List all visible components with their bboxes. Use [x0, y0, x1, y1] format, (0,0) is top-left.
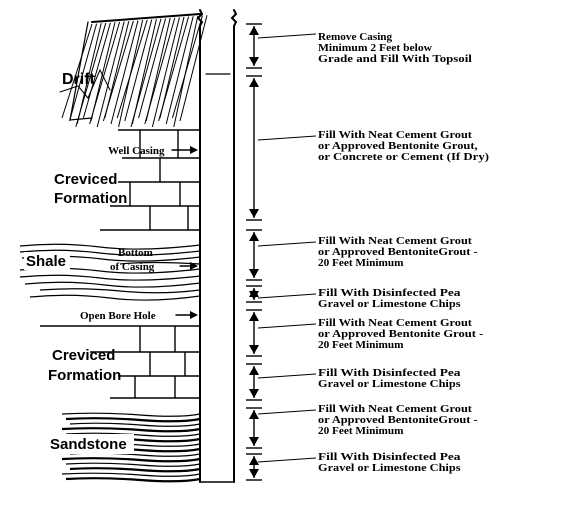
hatch-line	[179, 15, 208, 122]
instruction-7-line-2: or Approved BentoniteGrout -	[318, 415, 478, 426]
ground-surface	[91, 13, 201, 23]
arrow-down-icon	[249, 57, 259, 66]
arrow-down-icon	[249, 389, 259, 398]
open-bore-hole-callout: Open Bore Hole	[76, 308, 198, 322]
instruction-3-line-2: or Approved BentoniteGrout -	[318, 247, 478, 258]
instruction-6-line-2: Gravel or Limestone Chips	[318, 379, 461, 390]
sandstone-line	[65, 417, 201, 423]
sandstone-line	[61, 412, 201, 417]
well-bore	[196, 9, 238, 483]
arrow-up-icon	[249, 26, 259, 35]
hatch-line	[110, 20, 139, 125]
arrow-up-icon	[249, 410, 259, 419]
formation-creviced-2-label-line-1: Creviced	[52, 347, 115, 364]
drift-hatching	[61, 15, 208, 128]
hatch-line	[165, 16, 194, 125]
open-bore-hole-label: Open Bore Hole	[80, 310, 156, 322]
sandstone-line	[69, 422, 201, 427]
hatch-line	[151, 17, 180, 128]
hatch-line	[124, 19, 153, 122]
instruction-leader	[257, 293, 317, 299]
formation-drift-label: Drift	[62, 71, 96, 88]
instruction-6-line-1: Fill With Disinfected Pea	[318, 368, 461, 379]
hatch-line	[144, 17, 176, 125]
formation-creviced-1-label-line-1: Creviced	[54, 171, 117, 188]
instruction-2-line-1: Fill With Neat Cement Grout	[318, 130, 473, 141]
drift-left-edge	[69, 21, 93, 121]
hatch-line	[102, 20, 134, 122]
instruction-3-line-3: 20 Feet Minimum	[318, 258, 404, 269]
bottom-of-casing-callout: Bottom of Casing	[110, 247, 198, 273]
arrow-right-icon	[190, 146, 198, 154]
instruction-1-line-2: Minimum 2 Feet below	[318, 43, 433, 54]
hatch-line	[158, 16, 190, 122]
sandstone-line	[65, 477, 201, 483]
instruction-5-line-3: 20 Feet Minimum	[318, 340, 404, 351]
well-casing-label: Well Casing	[108, 145, 165, 157]
instruction-5-line-1: Fill With Neat Cement Grout	[318, 318, 473, 329]
instruction-leader	[257, 135, 317, 141]
arrow-up-icon	[249, 456, 259, 465]
arrow-up-icon	[249, 366, 259, 375]
fill-zone-markers	[246, 23, 262, 481]
instruction-leader	[257, 457, 317, 463]
instruction-4-line-2: Gravel or Limestone Chips	[318, 299, 461, 310]
arrow-down-icon	[249, 437, 259, 446]
instruction-leader	[257, 409, 317, 415]
instruction-7-line-3: 20 Feet Minimum	[318, 426, 404, 437]
instruction-leader	[257, 323, 317, 329]
hatch-line	[69, 23, 98, 122]
hatch-line	[138, 18, 167, 119]
creviced-formation-2-blocks	[40, 325, 200, 399]
sandstone-line	[65, 432, 201, 437]
arrow-down-icon	[249, 209, 259, 218]
arrow-up-icon	[249, 232, 259, 241]
drift-edge	[59, 68, 111, 99]
instruction-3-line-1: Fill With Neat Cement Grout	[318, 236, 473, 247]
arrow-right-icon	[190, 262, 198, 270]
sandstone-line	[61, 472, 201, 477]
hatch-line	[75, 22, 107, 128]
hatch-line	[171, 15, 203, 119]
instruction-8-line-2: Gravel or Limestone Chips	[318, 463, 461, 474]
instruction-5-line-2: or Approved Bentonite Grout -	[318, 329, 483, 340]
instruction-8-line-1: Fill With Disinfected Pea	[318, 452, 461, 463]
arrow-down-icon	[249, 269, 259, 278]
sandstone-line	[61, 427, 201, 433]
sandstone-line	[69, 467, 201, 473]
hatch-line	[61, 23, 93, 119]
hatch-line	[116, 19, 148, 119]
sandstone-line	[65, 462, 201, 467]
arrow-down-icon	[249, 469, 259, 478]
instruction-leader	[257, 33, 317, 39]
formation-creviced-1-label-line-2: Formation	[54, 190, 127, 207]
instruction-leader	[257, 241, 317, 247]
instruction-7-line-1: Fill With Neat Cement Grout	[318, 404, 473, 415]
hatch-line	[82, 22, 111, 119]
formation-sandstone-label: Sandstone	[50, 436, 127, 453]
creviced-formation-1-blocks	[100, 129, 200, 231]
arrow-right-icon	[190, 311, 198, 319]
formation-creviced-2-label-line-2: Formation	[48, 367, 121, 384]
arrow-up-icon	[249, 78, 259, 87]
formation-shale-label: Shale	[26, 253, 66, 270]
hatch-line	[96, 21, 125, 128]
hatch-line	[89, 21, 121, 125]
instruction-2-line-2: or Approved Bentonite Grout,	[318, 141, 478, 152]
instruction-4-line-1: Fill With Disinfected Pea	[318, 288, 461, 299]
arrow-up-icon	[249, 312, 259, 321]
instruction-1-line-3: Grade and Fill With Topsoil	[318, 54, 472, 65]
instruction-1-line-1: Remove Casing	[318, 32, 392, 43]
arrow-down-icon	[249, 291, 259, 300]
bottom-of-casing-line-2: of Casing	[110, 261, 155, 273]
well-casing-callout: Well Casing	[108, 145, 198, 157]
arrow-down-icon	[249, 345, 259, 354]
instruction-2-line-3: or Concrete or Cement (If Dry)	[318, 152, 489, 163]
instruction-leader	[257, 373, 317, 379]
hatch-line	[130, 18, 162, 128]
sandstone-line	[61, 457, 201, 463]
bottom-of-casing-line-1: Bottom	[118, 247, 153, 259]
